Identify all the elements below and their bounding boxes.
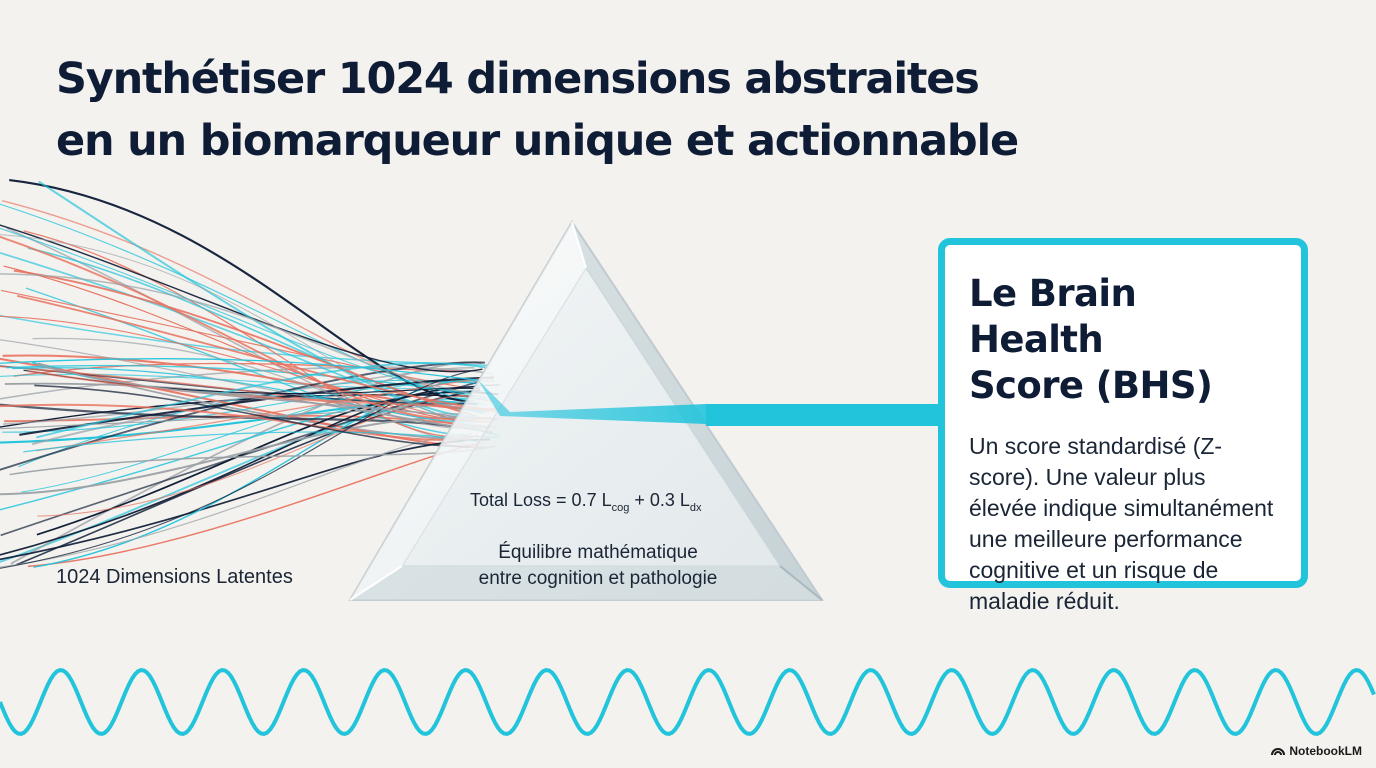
formula-prefix: Total Loss = 0.7 L	[470, 490, 612, 510]
latent-dimensions-label: 1024 Dimensions Latentes	[56, 566, 293, 588]
latent-fiber	[0, 235, 492, 421]
loss-formula: Total Loss = 0.7 Lcog + 0.3 Ldx	[470, 490, 702, 514]
latent-fiber	[13, 269, 474, 416]
latent-fiber	[35, 363, 473, 420]
latent-fiber	[6, 227, 476, 447]
latent-fiber	[0, 370, 471, 569]
latent-fiber	[37, 394, 486, 517]
latent-fiber	[0, 358, 483, 381]
latent-fiber	[0, 273, 478, 395]
page-title: Synthétiser 1024 dimensions abstraites e…	[56, 48, 1019, 172]
bhs-card-title: Le Brain Health Score (BHS)	[969, 272, 1213, 407]
bhs-card: Le Brain Health Score (BHS) Un score sta…	[938, 238, 1308, 614]
formula-middle: + 0.3 L	[629, 490, 690, 510]
title-line-1: Synthétiser 1024 dimensions abstraites	[56, 54, 980, 104]
bhs-card-body: Un score standardisé (Z-score). Une vale…	[969, 433, 1274, 614]
prism-caption: Équilibre mathématique entre cognition e…	[440, 540, 756, 592]
latent-fiber	[10, 361, 482, 565]
latent-dimension-fibers	[0, 178, 501, 569]
prism-caption-line-2: entre cognition et pathologie	[478, 568, 718, 589]
latent-fiber	[36, 362, 490, 439]
latent-fiber	[0, 438, 490, 561]
output-beam	[706, 404, 942, 426]
sine-wave	[0, 668, 1376, 736]
formula-subscript-cog: cog	[611, 502, 630, 514]
latent-fiber	[16, 295, 485, 410]
latent-fiber	[0, 365, 478, 432]
latent-fiber	[0, 227, 498, 400]
latent-fiber	[32, 337, 492, 430]
light-beam	[478, 380, 942, 426]
latent-fiber	[12, 367, 473, 423]
latent-fiber	[23, 230, 471, 438]
latent-fiber	[3, 367, 475, 425]
latent-fiber	[34, 384, 471, 448]
latent-fiber	[0, 387, 480, 556]
latent-fiber	[35, 375, 493, 452]
formula-subscript-dx: dx	[689, 502, 702, 514]
brand-name: NotebookLM	[1289, 744, 1362, 758]
notebooklm-logo-icon	[1271, 748, 1286, 756]
prism-caption-line-1: Équilibre mathématique	[498, 542, 698, 563]
latent-fiber	[27, 247, 488, 413]
notebooklm-brand: NotebookLM	[1271, 744, 1362, 758]
latent-fiber	[29, 370, 499, 413]
title-line-2: en un biomarqueur unique et actionnable	[56, 116, 1019, 166]
latent-fiber	[0, 373, 485, 390]
